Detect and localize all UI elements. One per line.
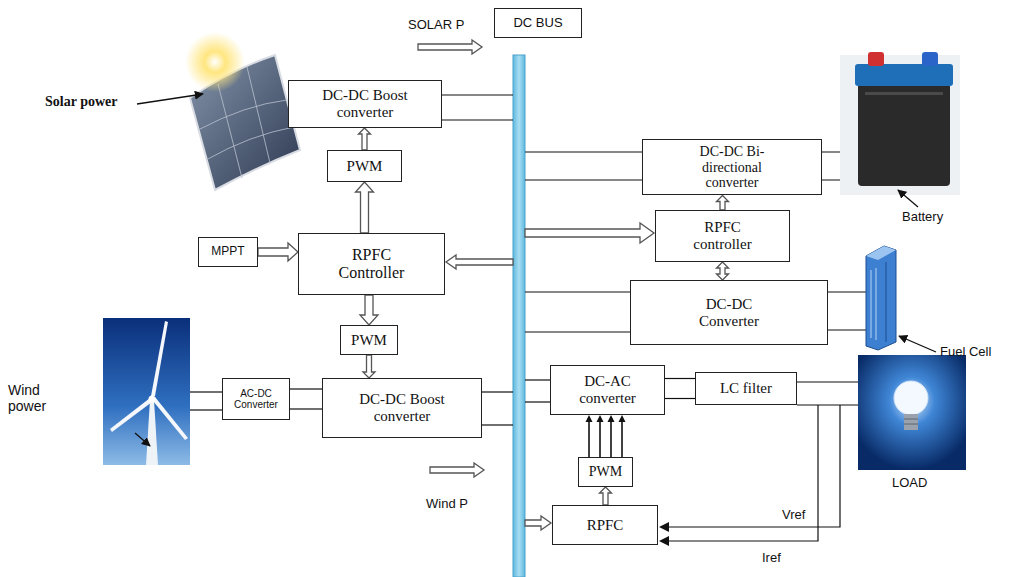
pointer-line [137,94,203,104]
flow-label: Wind P [426,497,468,512]
flow-label: SOLAR P [408,18,464,33]
connector [359,128,371,150]
connector [360,295,378,325]
converter-box: DC-DC Boost converter [288,80,442,128]
pointer-line [898,190,918,207]
converter-box: DC-DC Bi-directional converter [642,139,822,195]
box-text: DC-AC converter [568,373,648,407]
arrow-head [659,536,669,546]
connector [363,355,375,378]
box-text: PWM [351,332,387,349]
box-text: DC BUS [513,16,562,31]
box-text: DC-DC Bi-directional converter [682,144,782,191]
controller-box: RPFC [552,505,658,545]
box-text: DC-DC Boost converter [346,391,458,425]
connector [665,379,695,399]
box-text: LC filter [720,380,772,397]
wind-turbine [103,318,190,465]
controller-box: RPFC Controller [298,233,445,295]
box-text: DC-DC Boost converter [309,87,421,121]
converter-box: DC-DC Boost converter [322,378,482,438]
part-label: Fuel Cell [940,345,991,360]
feedback-wires [668,405,840,541]
signal-label: Iref [762,551,781,566]
pointer-line [899,336,936,352]
connector [717,196,729,211]
solar-panel [185,32,300,190]
arrow-head [659,522,669,532]
connector [600,487,612,505]
box-text: AC-DC Converter [230,388,282,410]
controller-box: RPFC controller [655,210,790,262]
pwm-box: PWM [578,457,633,487]
box-text: MPPT [211,245,244,258]
load-picture [858,355,966,470]
signal-label: Vref [782,508,805,523]
box-text: PWM [347,158,383,175]
dc-bus-bar [513,55,525,577]
pwm-box: PWM [327,150,402,182]
part-label: Battery [902,210,943,225]
mppt-box: MPPT [198,237,258,267]
connector [356,182,374,233]
fuel-cell-picture [866,246,896,350]
converter-box: DC-AC converter [550,365,665,415]
power-flow-arrows [418,40,654,530]
connector [258,243,298,261]
bus-title-box: DC BUS [494,8,582,38]
box-text: RPFC controller [678,219,768,253]
connector [290,389,322,409]
filter-box: LC filter [695,372,797,405]
source-label: Solar power [45,94,117,110]
part-label: LOAD [892,476,927,491]
box-text: DC-DC Converter [694,296,764,330]
box-text: RPFC Controller [327,246,417,282]
battery-picture [840,52,960,195]
source-label: Wind power [8,382,60,414]
box-text: PWM [589,464,622,480]
bus-wires [190,95,866,425]
converter-box: DC-DC Converter [630,280,828,345]
box-text: RPFC [587,517,624,534]
connector [717,262,729,280]
connector [586,415,626,457]
converter-box: AC-DC Converter [222,378,290,420]
pwm-box: PWM [340,325,398,355]
